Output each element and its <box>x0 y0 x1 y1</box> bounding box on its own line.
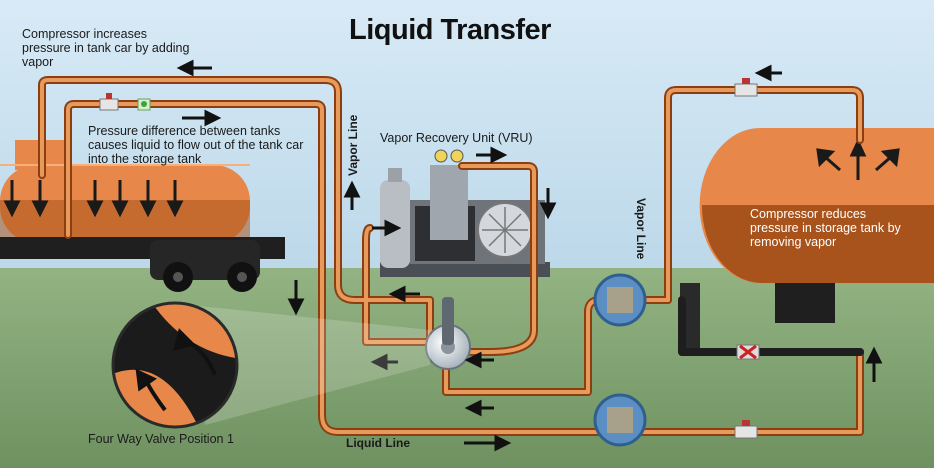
arrow-up-icon <box>865 346 883 382</box>
valve-icon <box>137 98 151 111</box>
arrow-up-left-icon <box>816 148 841 172</box>
label-pressure-difference: Pressure difference between tanks causes… <box>88 124 304 166</box>
closed-valve-icon <box>736 344 760 360</box>
arrow-left-icon <box>754 64 782 82</box>
arrow-right-icon <box>372 219 402 237</box>
tank-car-pressure-arrows <box>3 180 184 218</box>
vapor-recovery-unit <box>380 149 550 277</box>
arrow-down-icon <box>111 180 129 218</box>
arrow-up-right-icon <box>875 148 900 172</box>
arrow-down-icon <box>3 180 21 218</box>
arrow-right-icon <box>464 434 512 452</box>
arrow-up-icon <box>849 138 867 180</box>
arrow-up-icon <box>343 180 361 210</box>
flow-meter-lower <box>593 393 647 447</box>
arrow-right-icon <box>182 109 222 127</box>
arrow-down-icon <box>539 188 557 220</box>
valve-icon <box>734 420 758 439</box>
label-vru: Vapor Recovery Unit (VRU) <box>380 131 533 145</box>
arrow-down-icon <box>31 180 49 218</box>
four-way-valve <box>425 297 471 370</box>
flow-meter-upper <box>593 273 647 327</box>
label-vapor-line-right: Vapor Line <box>634 198 648 260</box>
valve-icon <box>99 93 119 111</box>
arrow-down-icon <box>287 280 305 316</box>
label-compressor-reduces: Compressor reduces pressure in storage t… <box>750 207 901 249</box>
arrow-left-icon <box>464 351 494 369</box>
arrow-down-icon <box>139 180 157 218</box>
flow-arrows <box>176 59 883 452</box>
label-compressor-increases: Compressor increases pressure in tank ca… <box>22 27 190 69</box>
pipe-network <box>38 76 864 436</box>
label-liquid-line: Liquid Line <box>346 436 410 450</box>
valve-icon <box>734 78 758 97</box>
arrow-left-icon <box>388 285 420 303</box>
arrow-left-icon <box>370 353 398 371</box>
arrow-left-icon <box>176 59 212 77</box>
arrow-left-icon <box>464 399 494 417</box>
curved-arrow-icon <box>135 328 217 412</box>
zoom-beam <box>190 305 430 425</box>
storage-tank-vapor-arrows <box>816 138 900 180</box>
page-title: Liquid Transfer <box>349 14 551 46</box>
arrow-down-icon <box>166 180 184 218</box>
label-four-way-valve: Four Way Valve Position 1 <box>88 432 234 446</box>
label-vapor-line-left: Vapor Line <box>346 114 360 176</box>
arrow-right-icon <box>476 146 508 164</box>
arrow-down-icon <box>86 180 104 218</box>
storage-tank <box>680 128 934 348</box>
